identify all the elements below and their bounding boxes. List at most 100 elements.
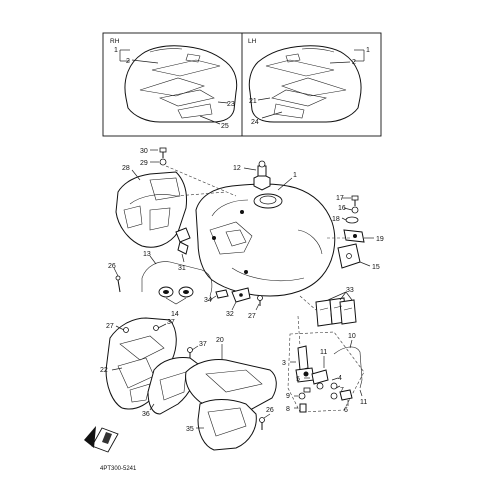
lh-leader-lines (257, 49, 365, 119)
callout-4: 4 (338, 375, 342, 382)
callout-27-lower: 27 (106, 323, 114, 330)
callout-6: 6 (344, 407, 348, 414)
callout-rh-23: 23 (227, 101, 235, 108)
leader-28 (131, 169, 141, 181)
callout-10: 10 (348, 333, 356, 340)
callout-11-upper: 11 (320, 349, 327, 356)
leader-7 (335, 385, 341, 389)
fuel-tank (195, 183, 336, 297)
leader-36 (149, 403, 155, 411)
callout-20: 20 (216, 337, 224, 344)
leader-37-lower (191, 345, 199, 351)
rh-tank-drawing (124, 45, 238, 123)
fuel-cap (253, 160, 271, 191)
bolt-17 (351, 195, 359, 206)
callout-17: 17 (336, 195, 344, 202)
screw-27-lower (123, 327, 129, 333)
callout-36: 36 (142, 411, 150, 418)
screw-37-lower (187, 347, 193, 358)
screw-26-upper (115, 275, 121, 293)
lh-side-label: LH (248, 38, 257, 45)
leader-16 (343, 207, 353, 211)
callout-26-lower: 26 (266, 407, 274, 414)
callout-lh-24: 24 (251, 119, 259, 126)
callout-22: 22 (100, 367, 108, 374)
callout-rh-25: 25 (221, 123, 229, 130)
leader-27-mid (255, 303, 260, 311)
leader-14 (165, 297, 187, 305)
leader-1 (277, 177, 293, 191)
dash-33 (299, 295, 317, 311)
screw-37-upper (153, 325, 159, 331)
damper-18 (345, 216, 359, 224)
bracket-32 (231, 287, 251, 303)
lh-tank-drawing (248, 45, 362, 123)
bracket-19 (343, 229, 365, 243)
side-cover-28 (115, 171, 187, 248)
leader-15 (359, 261, 371, 267)
callout-11-lower: 11 (360, 399, 367, 406)
screw-27-mid (257, 295, 263, 306)
callout-3: 3 (282, 360, 286, 367)
panel-20 (185, 359, 277, 413)
washer-16 (351, 206, 359, 214)
dash-30 (165, 165, 237, 197)
callout-8: 8 (286, 406, 290, 413)
panel-35 (197, 399, 257, 451)
leader-33 (327, 291, 353, 301)
leader-34 (209, 295, 217, 301)
callout-28: 28 (122, 165, 130, 172)
leader-10 (349, 339, 353, 349)
rh-side-label: RH (110, 38, 120, 45)
callout-7: 7 (340, 387, 344, 394)
bracket-15 (337, 243, 361, 269)
front-arrow-icon (84, 426, 119, 453)
callout-29: 29 (140, 160, 148, 167)
leader-32 (231, 301, 237, 311)
leader-26-upper (113, 267, 119, 277)
callout-37-lower: 37 (199, 341, 207, 348)
leader-27-lower (115, 325, 125, 331)
fuel-cock-frame (287, 331, 365, 413)
callout-15: 15 (372, 264, 380, 271)
callout-34: 34 (204, 297, 212, 304)
bolt-30 (159, 147, 167, 158)
callout-16: 16 (338, 205, 346, 212)
leader-12 (243, 167, 257, 171)
leader-13 (149, 255, 157, 265)
callout-33: 33 (346, 287, 354, 294)
fuel-cock (295, 345, 353, 413)
drawing-code: 4PT300-5241 (100, 466, 137, 472)
clip-34 (215, 289, 229, 299)
callout-30: 30 (140, 148, 148, 155)
band-13 (141, 261, 213, 301)
screw-26-lower (259, 417, 265, 430)
callout-lh-1: 1 (366, 47, 370, 54)
rh-leader-lines (119, 49, 229, 125)
leader-37-upper (157, 323, 167, 329)
leader-18 (341, 217, 347, 221)
leader-22 (111, 367, 123, 371)
callout-32: 32 (226, 311, 234, 318)
leader-26-lower (263, 413, 271, 419)
callout-9: 9 (286, 393, 290, 400)
fuel-hose (333, 346, 363, 389)
callout-12: 12 (233, 165, 241, 172)
clamp-31 (175, 227, 191, 255)
callout-18: 18 (332, 216, 340, 223)
callout-rh-2: 2 (126, 58, 130, 65)
callout-lh-2: 2 (352, 59, 356, 66)
callout-19: 19 (376, 236, 384, 243)
dampers-33 (315, 297, 357, 327)
callout-26-upper: 26 (108, 263, 116, 270)
callout-35: 35 (186, 426, 194, 433)
leader-4 (331, 377, 339, 381)
dash-28 (175, 191, 227, 197)
callout-5: 5 (296, 376, 300, 383)
dampers-14 (158, 286, 194, 298)
callout-rh-1: 1 (114, 47, 118, 54)
callout-13: 13 (143, 251, 151, 258)
callout-1: 1 (293, 172, 297, 179)
leader-31 (181, 253, 185, 263)
